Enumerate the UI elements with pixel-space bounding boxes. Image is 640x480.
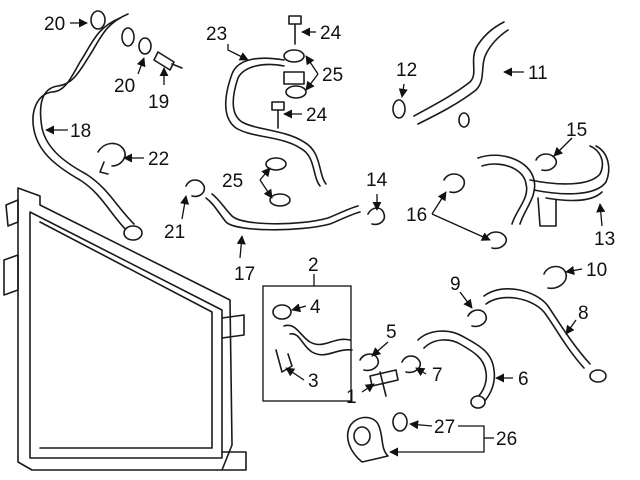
callout-24b: 24 (306, 105, 328, 126)
bolt-24b (271, 101, 285, 129)
radiator (3, 187, 247, 471)
clamp-15 (535, 153, 558, 172)
callout-26: 26 (496, 429, 517, 450)
callout-18: 18 (70, 121, 91, 142)
o-ring-4 (272, 304, 292, 320)
callout-12: 12 (396, 60, 417, 81)
hose-6 (417, 330, 496, 409)
callout-8: 8 (578, 303, 589, 324)
callout-20a: 20 (44, 14, 65, 35)
callout-27: 27 (434, 417, 455, 438)
callout-9: 9 (450, 274, 461, 295)
callout-4: 4 (310, 297, 321, 318)
callout-17: 17 (234, 264, 255, 285)
pipe-17 (205, 193, 361, 231)
callout-24a: 24 (320, 23, 342, 44)
hose-2 (283, 324, 353, 356)
callout-14: 14 (366, 170, 388, 191)
washer-25d (269, 193, 291, 207)
clamp-21 (185, 179, 206, 198)
callout-25a: 25 (322, 65, 343, 86)
clamp-7 (401, 355, 422, 374)
clamp-22 (97, 142, 126, 175)
kit-box-2 (262, 285, 352, 402)
callout-22: 22 (148, 149, 169, 170)
callout-23: 23 (206, 24, 227, 45)
tee-fitting-1 (369, 369, 399, 397)
clamp-9 (467, 309, 488, 328)
callout-6: 6 (518, 369, 529, 390)
callout-1: 1 (346, 387, 357, 408)
fitting-25 (283, 71, 305, 85)
pipe-11 (413, 21, 509, 128)
callout-5: 5 (386, 322, 397, 343)
callout-15: 15 (566, 120, 587, 141)
clamp-10 (543, 265, 568, 290)
washer-25c (265, 157, 287, 171)
washer-25b (285, 85, 307, 99)
callout-11: 11 (528, 63, 548, 84)
hose-13 (477, 145, 610, 227)
callout-25b: 25 (222, 171, 243, 192)
callout-10: 10 (586, 260, 607, 281)
callout-7: 7 (432, 365, 443, 386)
bolt-24a (288, 15, 302, 45)
clamp-16a (443, 173, 466, 194)
pipe-8 (483, 288, 607, 383)
clip-3 (275, 349, 293, 373)
callout-16: 16 (406, 205, 427, 226)
callout-2: 2 (308, 255, 319, 276)
pipe-23 (224, 57, 327, 187)
o-ring-12 (392, 99, 406, 119)
clamp-16b (485, 231, 508, 250)
leader-lines (45, 18, 606, 457)
o-ring-27 (392, 412, 408, 432)
washer-25a (283, 49, 305, 63)
callout-19: 19 (148, 92, 169, 113)
hose-18 (32, 13, 143, 241)
callout-3: 3 (308, 371, 319, 392)
callout-20b: 20 (114, 76, 135, 97)
bolt-19 (153, 51, 183, 71)
callout-21: 21 (164, 222, 185, 243)
callout-13: 13 (594, 229, 615, 250)
o-ring-20a (90, 10, 106, 30)
o-ring-20b (138, 37, 152, 55)
housing-26 (346, 416, 389, 463)
clamp-14 (367, 207, 386, 226)
clamp-5 (359, 353, 380, 372)
